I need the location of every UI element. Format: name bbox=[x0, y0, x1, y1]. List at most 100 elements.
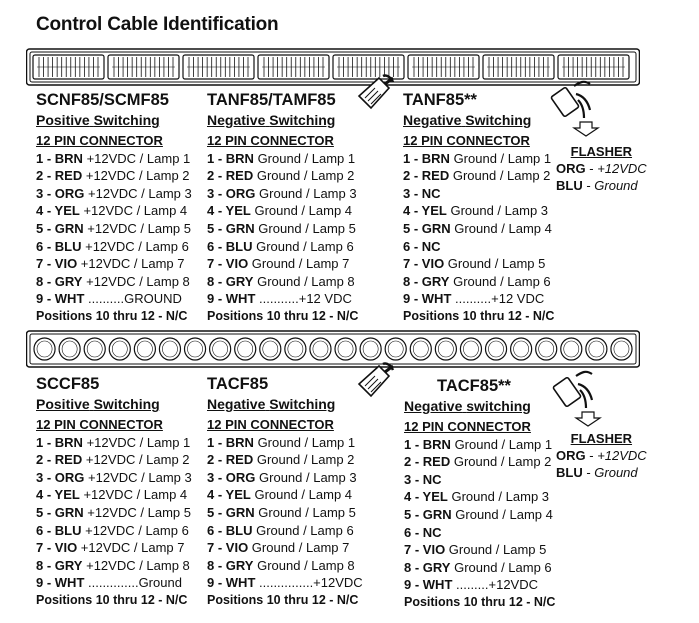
circular-light-module bbox=[484, 337, 508, 361]
pin-row: 7 - VIO +12VDC / Lamp 7 bbox=[36, 255, 192, 273]
pin-row: 8 - GRY Ground / Lamp 8 bbox=[207, 557, 363, 575]
pin-code: 8 - GRY bbox=[404, 559, 451, 575]
connector-label: 12 PIN CONNECTOR bbox=[403, 133, 530, 148]
pin-row: 8 - GRY Ground / Lamp 8 bbox=[207, 273, 358, 291]
pin-code: 2 - RED bbox=[404, 454, 451, 470]
pin-description: Ground / Lamp 3 bbox=[447, 489, 550, 505]
model-name: SCCF85 bbox=[36, 375, 100, 393]
pin-description: Ground / Lamp 5 bbox=[444, 256, 546, 272]
pin-row: 4 - YEL Ground / Lamp 4 bbox=[207, 486, 363, 504]
cable-column-scnf85: SCNF85/SCMF85 Positive Switching 12 PIN … bbox=[36, 90, 192, 326]
pin-row: 5 - GRN Ground / Lamp 4 bbox=[403, 220, 554, 238]
pin-description: ..............Ground bbox=[84, 575, 182, 591]
pin-row: 2 - RED +12VDC / Lamp 2 bbox=[36, 167, 192, 185]
pin-code: 1 - BRN bbox=[36, 434, 83, 450]
model-name: TANF85** bbox=[403, 91, 477, 109]
switching-mode: Positive Switching bbox=[36, 112, 160, 128]
pin-code: 3 - ORG bbox=[36, 185, 85, 201]
pin-row: 1 - BRN Ground / Lamp 1 bbox=[404, 436, 555, 454]
pin-code: 8 - GRY bbox=[403, 273, 450, 289]
flasher-row: BLU - Ground bbox=[556, 465, 638, 480]
switching-mode: Negative Switching bbox=[207, 112, 336, 128]
flasher-row: ORG - +12VDC bbox=[556, 161, 647, 176]
pin-description: Ground / Lamp 6 bbox=[252, 522, 354, 538]
pin-description: +12VDC / Lamp 7 bbox=[77, 256, 185, 272]
pin-description: Ground / Lamp 5 bbox=[445, 542, 547, 558]
pin-description: +12VDC / Lamp 6 bbox=[81, 238, 189, 254]
pin-code: 2 - RED bbox=[207, 168, 254, 184]
pin-code: 8 - GRY bbox=[36, 557, 83, 573]
pin-code: 6 - NC bbox=[404, 524, 442, 540]
pin-code: 7 - VIO bbox=[36, 540, 78, 556]
circular-light-module bbox=[334, 337, 357, 361]
pin-description: +12VDC / Lamp 3 bbox=[84, 469, 192, 485]
cable-column-tanf85-tamf85: TANF85/TAMF85 Negative Switching 12 PIN … bbox=[207, 90, 358, 326]
circular-light-module bbox=[585, 337, 608, 361]
connector-label: 12 PIN CONNECTOR bbox=[404, 419, 531, 434]
pin-code: 8 - GRY bbox=[207, 557, 254, 573]
pin-description: Ground / Lamp 2 bbox=[450, 454, 552, 470]
pin-description: +12VDC / Lamp 4 bbox=[79, 203, 188, 219]
pin-row: 8 - GRY Ground / Lamp 6 bbox=[403, 273, 554, 291]
pin-description: Ground / Lamp 5 bbox=[254, 504, 356, 520]
linear-light-module bbox=[332, 54, 405, 80]
pin-code: 3 - NC bbox=[403, 185, 441, 201]
pin-description: ...........+12 VDC bbox=[255, 291, 352, 307]
pin-row: 6 - NC bbox=[404, 524, 555, 542]
pin-code: 5 - GRN bbox=[207, 220, 255, 236]
circular-light-module bbox=[234, 337, 257, 361]
pin-code: 7 - VIO bbox=[207, 540, 249, 556]
pin-code: 1 - BRN bbox=[207, 434, 254, 450]
pin-code: 9 - WHT bbox=[36, 575, 85, 591]
pin-code: 5 - GRN bbox=[36, 220, 84, 236]
circular-light-module bbox=[108, 337, 131, 361]
pin-description: Ground / Lamp 8 bbox=[253, 557, 355, 573]
pin-row: 1 - BRN Ground / Lamp 1 bbox=[403, 150, 554, 168]
footer-note: Positions 10 thru 12 - N/C bbox=[36, 308, 188, 323]
model-name: TACF85** bbox=[437, 377, 511, 395]
pin-description: +12VDC / Lamp 2 bbox=[82, 168, 190, 184]
flasher-heading: FLASHER bbox=[570, 431, 633, 446]
circular-light-module bbox=[208, 337, 232, 361]
circular-light-module bbox=[509, 337, 533, 361]
footer-note: Positions 10 thru 12 - N/C bbox=[36, 592, 188, 607]
footer-note: Positions 10 thru 12 - N/C bbox=[207, 592, 359, 607]
circular-light-module bbox=[535, 337, 558, 361]
pin-row: 2 - RED Ground / Lamp 2 bbox=[207, 451, 363, 469]
pin-code: 9 - WHT bbox=[404, 577, 453, 593]
linear-light-module bbox=[32, 54, 105, 80]
pin-description: Ground / Lamp 4 bbox=[250, 203, 353, 219]
pin-code: 9 - WHT bbox=[36, 291, 85, 307]
pin-description: +12VDC / Lamp 8 bbox=[82, 273, 190, 289]
pin-row: 5 - GRN Ground / Lamp 5 bbox=[207, 220, 358, 238]
pin-row: 6 - BLU Ground / Lamp 6 bbox=[207, 522, 363, 540]
pin-row: 7 - VIO Ground / Lamp 5 bbox=[403, 255, 554, 273]
pin-row: 1 - BRN Ground / Lamp 1 bbox=[207, 434, 363, 452]
lightbar-linear-illustration bbox=[26, 48, 640, 86]
pin-code: 4 - YEL bbox=[36, 203, 80, 219]
pin-row: 9 - WHT ..........+12 VDC bbox=[403, 290, 554, 308]
pin-row: 9 - WHT ..........GROUND bbox=[36, 290, 192, 308]
switching-mode: Negative switching bbox=[404, 398, 531, 414]
pin-code: 1 - BRN bbox=[404, 436, 451, 452]
pin-description: +12VDC / Lamp 7 bbox=[77, 540, 185, 556]
pin-description: Ground / Lamp 1 bbox=[450, 436, 553, 452]
pin-code: 3 - NC bbox=[404, 471, 442, 487]
flasher-legend: FLASHER ORG - +12VDC BLU - Ground bbox=[556, 430, 647, 481]
circular-light-module bbox=[459, 337, 483, 361]
pin-row: 9 - WHT ...............+12VDC bbox=[207, 574, 363, 592]
pin-code: 6 - BLU bbox=[207, 522, 253, 538]
pin-row: 9 - WHT .........+12VDC bbox=[404, 576, 555, 594]
pin-description: +12VDC / Lamp 4 bbox=[79, 487, 188, 503]
pin-description: Ground / Lamp 6 bbox=[450, 559, 552, 575]
pin-row: 4 - YEL +12VDC / Lamp 4 bbox=[36, 486, 192, 504]
linear-light-module bbox=[557, 54, 630, 80]
pin-row: 2 - RED Ground / Lamp 2 bbox=[403, 167, 554, 185]
pin-code: 3 - ORG bbox=[207, 469, 256, 485]
pin-row: 6 - BLU +12VDC / Lamp 6 bbox=[36, 238, 192, 256]
pin-description: Ground / Lamp 1 bbox=[253, 434, 356, 450]
